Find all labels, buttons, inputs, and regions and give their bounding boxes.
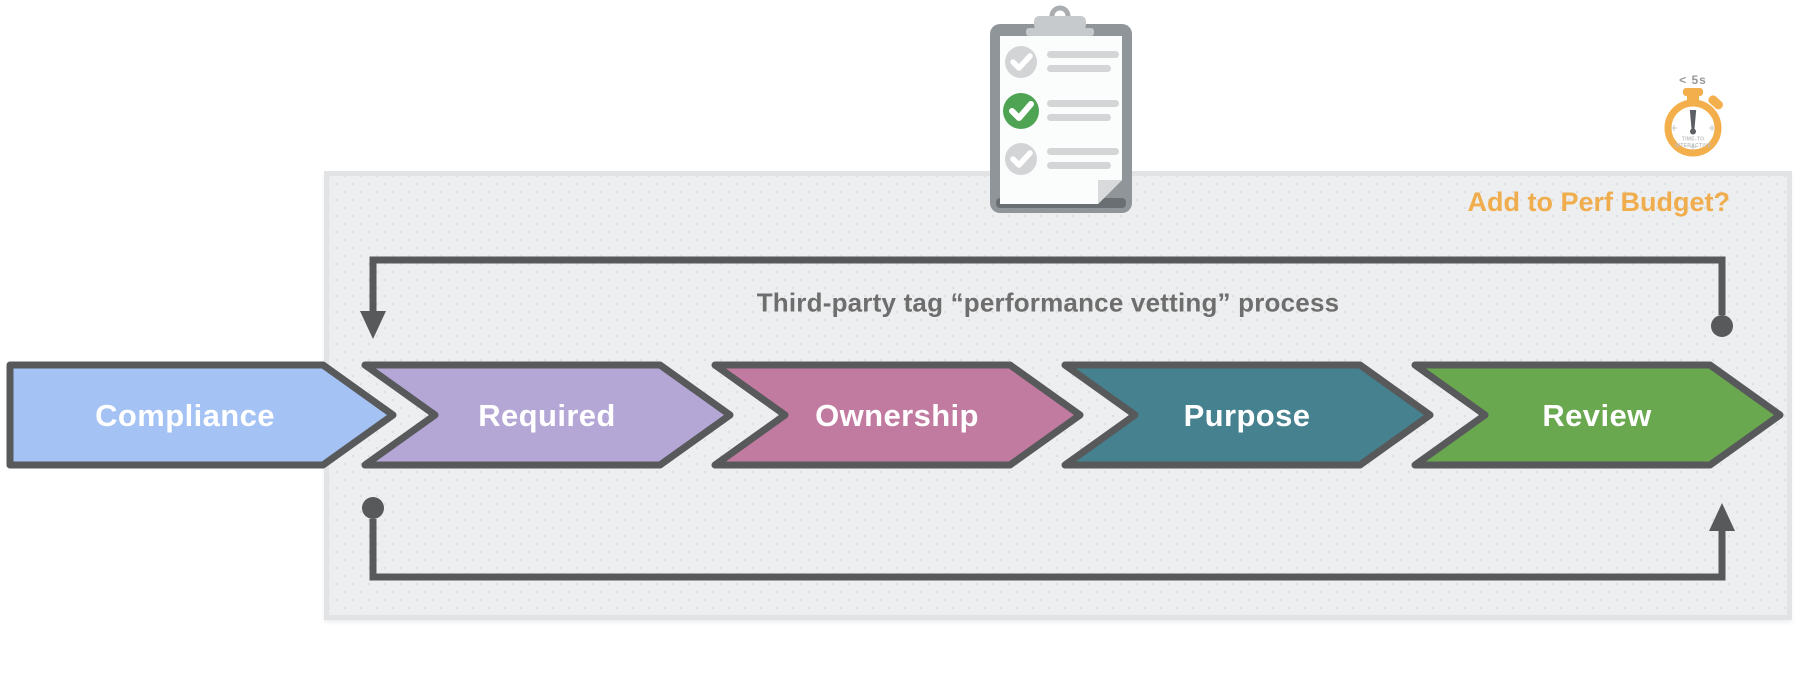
row-text-line xyxy=(1047,65,1111,72)
clipboard-clip-base xyxy=(1026,28,1094,36)
row-text-line xyxy=(1047,114,1111,121)
up-arrowhead-icon xyxy=(1709,503,1735,531)
stage-label-required: Required xyxy=(478,398,616,433)
top-loop-start-dot xyxy=(1711,315,1733,337)
stage-label-review: Review xyxy=(1542,398,1652,433)
row-text-line xyxy=(1047,148,1119,155)
stopwatch-face-text-line2: INTERACTIVE xyxy=(1675,143,1712,149)
stage-chevron-review xyxy=(1411,361,1784,469)
stopwatch-needle-hub xyxy=(1690,128,1696,135)
bottom-loop-start-dot xyxy=(362,497,384,519)
stopwatch-icon: TIME-TO INTERACTIVE xyxy=(1664,88,1723,157)
stage-chevron-compliance xyxy=(6,361,397,469)
row-text-line xyxy=(1047,162,1111,169)
checklist-clipboard-icon xyxy=(990,5,1132,213)
process-title: Third-party tag “performance vetting” pr… xyxy=(756,287,1340,318)
stopwatch-caption: < 5s xyxy=(1679,73,1707,87)
stage-label-purpose: Purpose xyxy=(1183,398,1311,433)
stage-label-compliance: Compliance xyxy=(95,398,275,433)
stopwatch-needle xyxy=(1689,110,1697,132)
checklist-row-2 xyxy=(1003,93,1119,129)
stage-chevrons xyxy=(6,361,1784,469)
row-text-line xyxy=(1047,51,1119,58)
down-arrowhead-icon xyxy=(360,311,386,339)
perf-budget-question: Add to Perf Budget? xyxy=(1467,187,1730,217)
stopwatch-face-text-line1: TIME-TO xyxy=(1682,137,1705,143)
checklist-row-3 xyxy=(1005,143,1119,175)
bottom-loop-connector xyxy=(369,519,1726,581)
row-text-line xyxy=(1047,100,1119,107)
stopwatch-tick-marks xyxy=(1671,125,1715,150)
stage-label-ownership: Ownership xyxy=(815,398,979,433)
check-circle-icon xyxy=(1003,93,1039,129)
stopwatch-side-knob xyxy=(1708,95,1723,110)
checkmark-icon xyxy=(1009,101,1034,121)
clipboard-paper-fold xyxy=(1098,180,1122,204)
checkmark-icon xyxy=(1010,150,1033,168)
loop-connectors xyxy=(360,256,1735,581)
checkmark-icon xyxy=(1010,53,1033,71)
stage-chevron-required xyxy=(361,361,734,469)
stage-chevron-purpose xyxy=(1061,361,1434,469)
top-loop-connector xyxy=(369,256,1726,315)
clipboard-clip xyxy=(1034,16,1086,30)
stage-chevron-ownership xyxy=(711,361,1084,469)
checklist-row-1 xyxy=(1005,46,1119,78)
